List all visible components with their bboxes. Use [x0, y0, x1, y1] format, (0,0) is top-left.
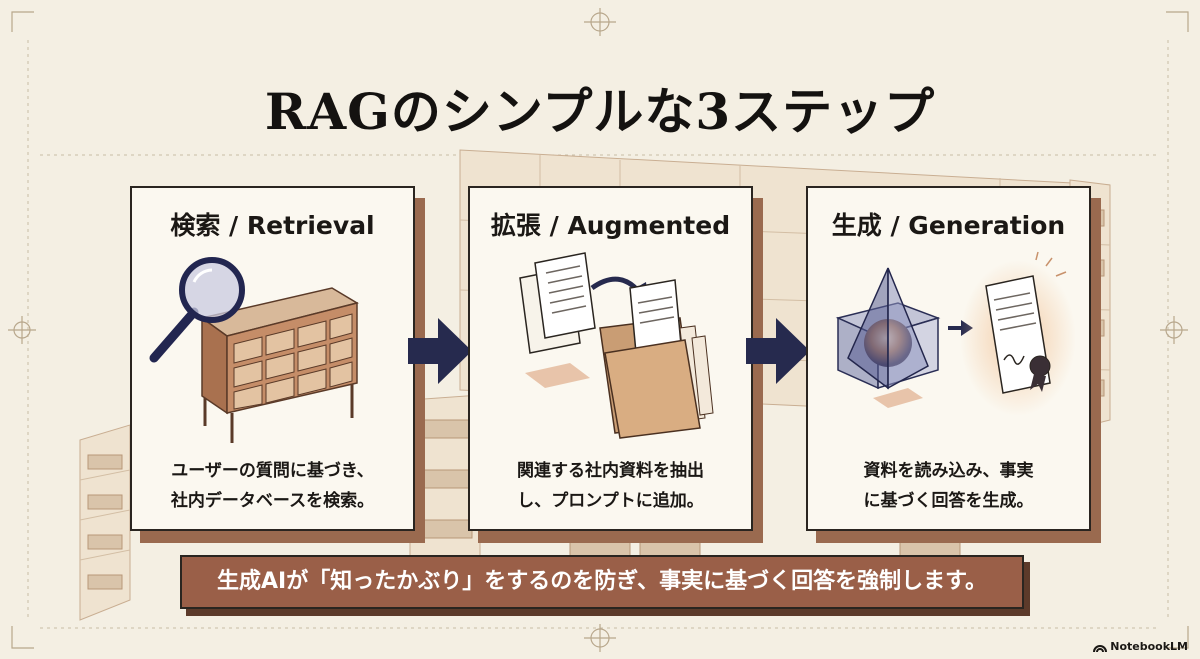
step-description: 関連する社内資料を抽出 し、プロンプトに追加。 [517, 461, 704, 511]
step-title: 生成 / Generation [831, 211, 1066, 240]
brand-watermark: NotebookLM [1093, 640, 1188, 653]
banner-text: 生成AIが「知ったかぶり」をするのを防ぎ、事実に基づく回答を強制します。 [217, 569, 987, 594]
step-description: 資料を読み込み、事実 に基づく回答を生成。 [863, 461, 1034, 511]
arrow-right-icon [408, 318, 472, 384]
notebooklm-logo-icon [1093, 644, 1108, 652]
step-title: 拡張 / Augmented [490, 211, 731, 240]
step-description: ユーザーの質問に基づき、 社内データベースを検索。 [170, 461, 375, 511]
magnifier-cabinet-icon [149, 257, 359, 443]
step-card-generation: 生成 / Generation [806, 186, 1091, 531]
step-title: 検索 / Retrieval [170, 211, 375, 240]
summary-banner: 生成AIが「知ったかぶり」をするのを防ぎ、事実に基づく回答を強制します。 [180, 555, 1024, 609]
prism-certificate-icon [835, 251, 1076, 416]
step-card-retrieval: 検索 / Retrieval ユーザーの質問に基づき、 社内データベ [130, 186, 415, 531]
page-title: RAGのシンプルな3ステップ [264, 82, 936, 141]
arrow-right-icon [746, 318, 810, 384]
step-card-augmented: 拡張 / Augmented 関連する社内資料を抽出 し、プロンプトに [468, 186, 753, 531]
brand-name: NotebookLM [1110, 640, 1188, 653]
documents-folder-icon [519, 252, 714, 439]
registration-marks [8, 8, 1189, 652]
